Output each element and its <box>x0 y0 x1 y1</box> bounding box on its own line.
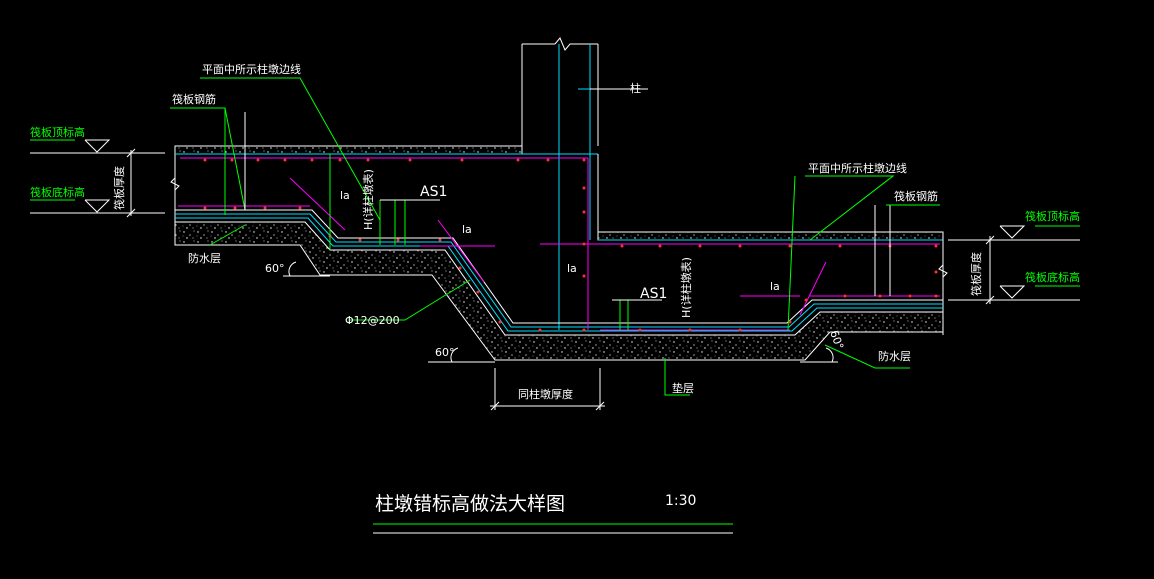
drawing-title: 柱墩错标高做法大样图 <box>375 493 565 515</box>
label-h-right: H(详柱墩表) <box>679 257 693 318</box>
pit-cushion <box>174 209 944 361</box>
label-raft-bottom-right: 筏板底标高 <box>1025 270 1080 284</box>
label-rebar-spec: Φ12@200 <box>345 314 400 327</box>
rebar-dots <box>203 158 938 332</box>
anchor-lines <box>178 157 940 331</box>
label-la-1: la <box>340 189 350 202</box>
label-raft-bottom-left: 筏板底标高 <box>30 185 85 199</box>
raft-slab-right <box>597 231 948 335</box>
bottom-dimension <box>490 368 605 411</box>
label-as1-right: AS1 <box>640 286 667 302</box>
pit-walls <box>589 154 599 240</box>
elevation-marks-left <box>30 139 165 218</box>
label-raft-top-right: 筏板顶标高 <box>1025 209 1080 223</box>
label-waterproof-right: 防水层 <box>878 349 911 363</box>
label-column-edge-left: 平面中所示柱墩边线 <box>202 62 301 76</box>
label-angle-left-top: 60° <box>265 262 285 275</box>
label-as1-left: AS1 <box>420 184 447 200</box>
label-la-3: la <box>567 262 577 275</box>
column <box>521 37 599 330</box>
label-h-left: H(详柱墩表) <box>361 169 375 230</box>
drawing-scale: 1:30 <box>665 493 696 509</box>
label-cushion: 垫层 <box>672 381 694 395</box>
label-same-thickness: 同柱墩厚度 <box>518 387 573 401</box>
label-column: 柱 <box>630 81 641 95</box>
label-column-edge-right: 平面中所示柱墩边线 <box>808 161 907 175</box>
label-angle-right: 60° <box>827 329 846 352</box>
label-raft-thickness-right: 筏板厚度 <box>969 252 983 296</box>
leader-lines <box>170 77 940 396</box>
label-raft-thickness-left: 筏板厚度 <box>112 166 126 210</box>
label-angle-left-bottom: 60° <box>435 346 455 359</box>
label-la-2: la <box>462 223 472 236</box>
label-raft-top-left: 筏板顶标高 <box>30 125 85 139</box>
title-block: 柱墩错标高做法大样图 1:30 <box>373 493 733 534</box>
angle-marks <box>283 261 838 363</box>
label-waterproof-left: 防水层 <box>188 251 221 265</box>
label-raft-rebar-left: 筏板钢筋 <box>172 92 216 106</box>
elevation-marks-right <box>948 225 1080 305</box>
label-la-4: la <box>770 280 780 293</box>
label-raft-rebar-right: 筏板钢筋 <box>894 189 938 203</box>
